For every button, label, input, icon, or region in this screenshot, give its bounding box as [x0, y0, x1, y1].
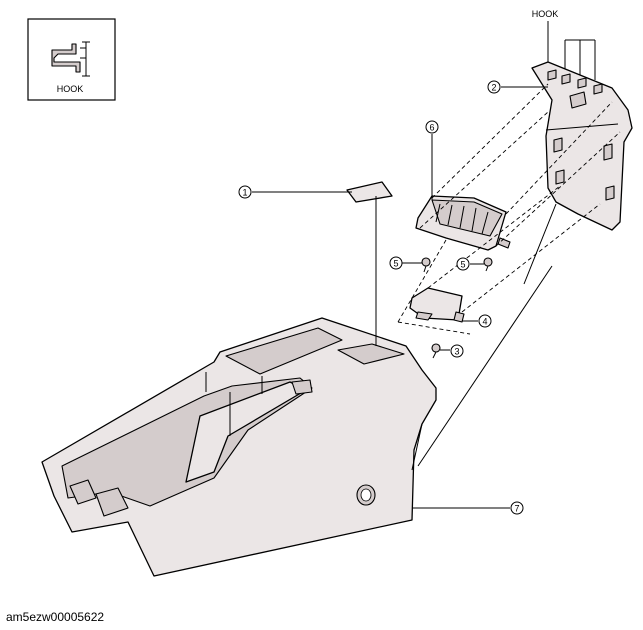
housing-part-6 [415, 195, 511, 251]
callout-5-left-number: 5 [393, 259, 398, 269]
inset-hook-label: HOOK [57, 84, 84, 94]
screw-part-3 [431, 343, 441, 359]
leader-lines [252, 86, 557, 509]
callout-3-number: 3 [454, 347, 459, 357]
callout-6: 6 [425, 120, 439, 134]
callout-4-number: 4 [482, 317, 487, 327]
hook-icon [51, 41, 90, 77]
inset-frame [27, 18, 116, 101]
hook-label: HOOK [532, 9, 559, 19]
center-console-part-7 [41, 317, 437, 577]
callout-5-left: 5 [389, 256, 403, 270]
hook-detail-inset: HOOK [27, 18, 116, 101]
callout-7: 7 [510, 501, 524, 515]
callout-2: 2 [487, 80, 501, 94]
assembly-guides [397, 83, 621, 335]
callout-7-number: 7 [514, 504, 519, 514]
callout-5-right-number: 5 [460, 260, 465, 270]
callout-6-number: 6 [429, 123, 434, 133]
diagram-reference-code: am5ezw00005622 [6, 610, 104, 624]
callout-1: 1 [238, 185, 252, 199]
callout-1-number: 1 [242, 188, 247, 198]
callout-3: 3 [450, 344, 464, 358]
screw-part-5-right [483, 257, 493, 272]
callout-5-right: 5 [456, 257, 470, 271]
screw-part-5-left [421, 257, 431, 273]
callout-4: 4 [478, 314, 492, 328]
callout-2-number: 2 [491, 83, 496, 93]
pad-part-1 [346, 181, 393, 203]
module-part-4 [409, 287, 465, 323]
